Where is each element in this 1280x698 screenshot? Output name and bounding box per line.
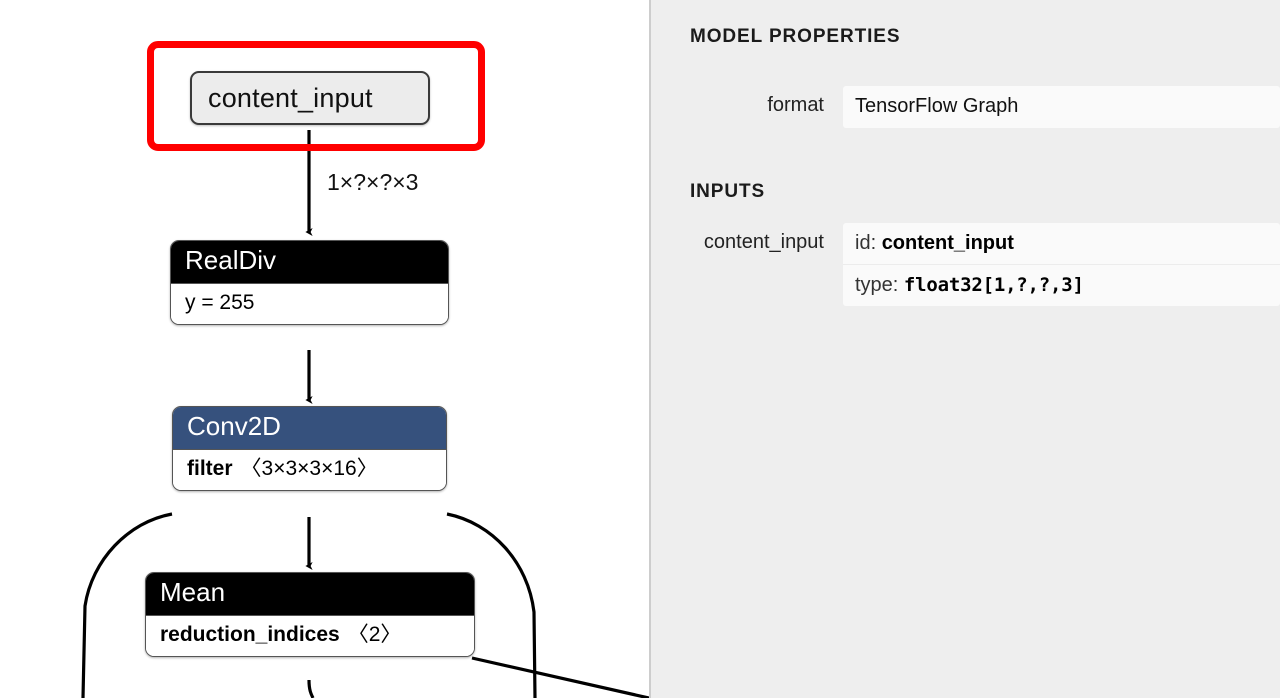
input-id-value: content_input bbox=[881, 232, 1014, 254]
input-type-row: type: float32[1,?,?,3] bbox=[843, 264, 1280, 306]
input-id-row: id: content_input bbox=[843, 223, 1280, 264]
property-value-format-text: TensorFlow Graph bbox=[855, 95, 1019, 117]
property-value-format[interactable]: TensorFlow Graph bbox=[843, 86, 1280, 128]
graph-edges bbox=[81, 130, 649, 698]
graph-node-mean-attributes: reduction_indices 〈2〉 bbox=[146, 614, 474, 657]
graph-node-content-input-label: content_input bbox=[208, 82, 373, 113]
input-id-key: id: bbox=[855, 232, 877, 254]
input-value-box-content-input[interactable]: id: content_input type: float32[1,?,?,3] bbox=[843, 223, 1280, 306]
input-label-content-input: content_input bbox=[703, 231, 824, 253]
edge-conv2d-right-branch bbox=[446, 512, 537, 698]
graph-node-content-input[interactable]: content_input bbox=[190, 71, 430, 125]
property-row-format: format TensorFlow Graph bbox=[651, 86, 1280, 128]
graph-node-conv2d[interactable]: Conv2D filter 〈3×3×3×16〉 bbox=[172, 406, 447, 492]
property-label-format: format bbox=[767, 94, 824, 116]
graph-node-conv2d-title: Conv2D bbox=[187, 411, 281, 441]
input-type-value: float32[1,?,?,3] bbox=[903, 274, 1084, 296]
graph-node-mean[interactable]: Mean reduction_indices 〈2〉 bbox=[145, 572, 475, 658]
graph-node-realdiv-header: RealDiv bbox=[171, 241, 448, 283]
input-row-content-input: content_input id: content_input type: fl… bbox=[651, 223, 1280, 306]
graph-node-mean-header: Mean bbox=[146, 573, 474, 615]
graph-node-realdiv-attr-name: y = 255 bbox=[185, 290, 255, 314]
graph-node-conv2d-attributes: filter 〈3×3×3×16〉 bbox=[173, 448, 446, 491]
graph-node-mean-attr-value: 〈2〉 bbox=[347, 622, 402, 646]
graph-node-mean-attr-name: reduction_indices bbox=[160, 622, 340, 646]
model-properties-heading: MODEL PROPERTIES bbox=[690, 26, 901, 47]
graph-node-realdiv[interactable]: RealDiv y = 255 bbox=[170, 240, 449, 326]
graph-node-conv2d-attr-value: 〈3×3×3×16〉 bbox=[240, 456, 378, 480]
graph-node-conv2d-header: Conv2D bbox=[173, 407, 446, 449]
edge-mean-bottom bbox=[307, 679, 315, 698]
edge-label-content-input-shape: 1×?×?×3 bbox=[327, 169, 419, 195]
graph-node-mean-title: Mean bbox=[160, 577, 226, 607]
edge-mean-right-diagonal bbox=[471, 656, 649, 698]
graph-node-conv2d-attr-name: filter bbox=[187, 456, 233, 480]
model-properties-sidebar: MODEL PROPERTIES format TensorFlow Graph… bbox=[649, 0, 1280, 698]
inputs-heading: INPUTS bbox=[690, 181, 766, 202]
graph-node-realdiv-attributes: y = 255 bbox=[171, 282, 448, 325]
input-type-key: type: bbox=[855, 274, 899, 296]
graph-canvas[interactable]: content_input 1×?×?×3 RealDiv y = 255 Co… bbox=[0, 0, 649, 698]
graph-node-realdiv-title: RealDiv bbox=[185, 245, 277, 275]
edge-conv2d-left-branch bbox=[81, 512, 173, 698]
